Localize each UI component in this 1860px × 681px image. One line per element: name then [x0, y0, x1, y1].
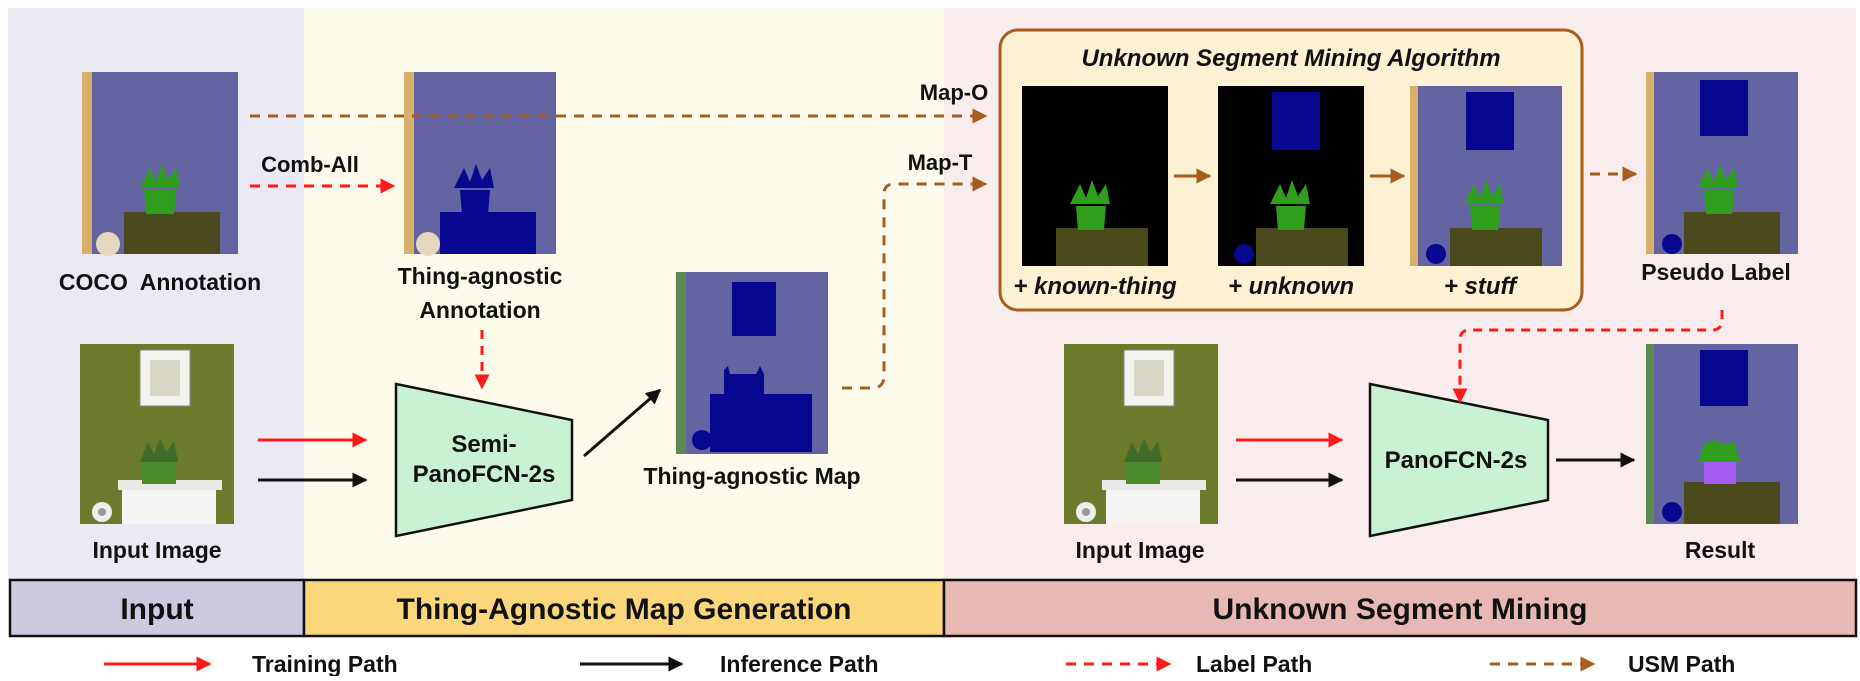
- thing-agnostic-annotation-caption-l1: Thing-agnostic: [398, 263, 563, 289]
- section-bar: Input Thing-Agnostic Map Generation Unkn…: [8, 578, 1858, 638]
- legend-label-label: Label Path: [1196, 651, 1312, 676]
- semi-panofcn-label-l2: PanoFCN-2s: [413, 461, 556, 488]
- input-image-left: [80, 344, 234, 524]
- usm-algorithm-box: Unknown Segment Mining Algorithm: [998, 28, 1584, 312]
- section-label-input: Input: [120, 593, 193, 626]
- coco-annotation-image: [82, 72, 238, 256]
- usm-step2-label: + unknown: [1228, 273, 1354, 300]
- usm-step1-label: + known-thing: [1013, 273, 1177, 300]
- legend-inference-label: Inference Path: [720, 651, 879, 676]
- thing-agnostic-map-caption: Thing-agnostic Map: [643, 463, 860, 489]
- usm-step3-image: [1410, 86, 1562, 266]
- pseudo-to-network-arrow: [1452, 310, 1724, 404]
- legend: Training Path Inference Path Label Path …: [104, 651, 1735, 677]
- thing-agnostic-annotation-image: [404, 72, 556, 256]
- legend-training-label: Training Path: [252, 651, 398, 676]
- comb-all-label: Comb-All: [261, 152, 359, 177]
- pseudo-label-caption: Pseudo Label: [1641, 259, 1791, 285]
- input-image-right: [1064, 344, 1218, 524]
- pseudo-label-image: [1646, 72, 1798, 254]
- panofcn-network: PanoFCN-2s: [1368, 382, 1550, 538]
- result-image: [1646, 344, 1798, 524]
- usm-step3-label: + stuff: [1444, 273, 1518, 300]
- result-caption: Result: [1685, 537, 1756, 563]
- thing-agnostic-map-image: [676, 272, 828, 454]
- usm-step1-image: [1022, 86, 1168, 266]
- usm-title: Unknown Segment Mining Algorithm: [1081, 45, 1500, 72]
- map-o-label: Map-O: [920, 80, 988, 105]
- semi-panofcn-label-l1: Semi-: [451, 431, 516, 458]
- semi-panofcn-network: Semi- PanoFCN-2s: [394, 382, 574, 538]
- map-t-arrow: [842, 176, 988, 390]
- legend-usm-label: USM Path: [1628, 651, 1735, 676]
- usm-step2-image: [1218, 86, 1364, 266]
- section-label-generation: Thing-Agnostic Map Generation: [397, 593, 852, 626]
- map-t-label: Map-T: [908, 150, 973, 175]
- input-image-left-caption: Input Image: [92, 537, 221, 563]
- panofcn-label: PanoFCN-2s: [1385, 447, 1528, 474]
- coco-annotation-caption: COCO Annotation: [59, 269, 261, 295]
- section-label-mining: Unknown Segment Mining: [1213, 593, 1588, 626]
- input-image-right-caption: Input Image: [1075, 537, 1204, 563]
- network-to-map-arrow: [583, 388, 662, 458]
- thing-agnostic-annotation-caption-l2: Annotation: [419, 297, 540, 323]
